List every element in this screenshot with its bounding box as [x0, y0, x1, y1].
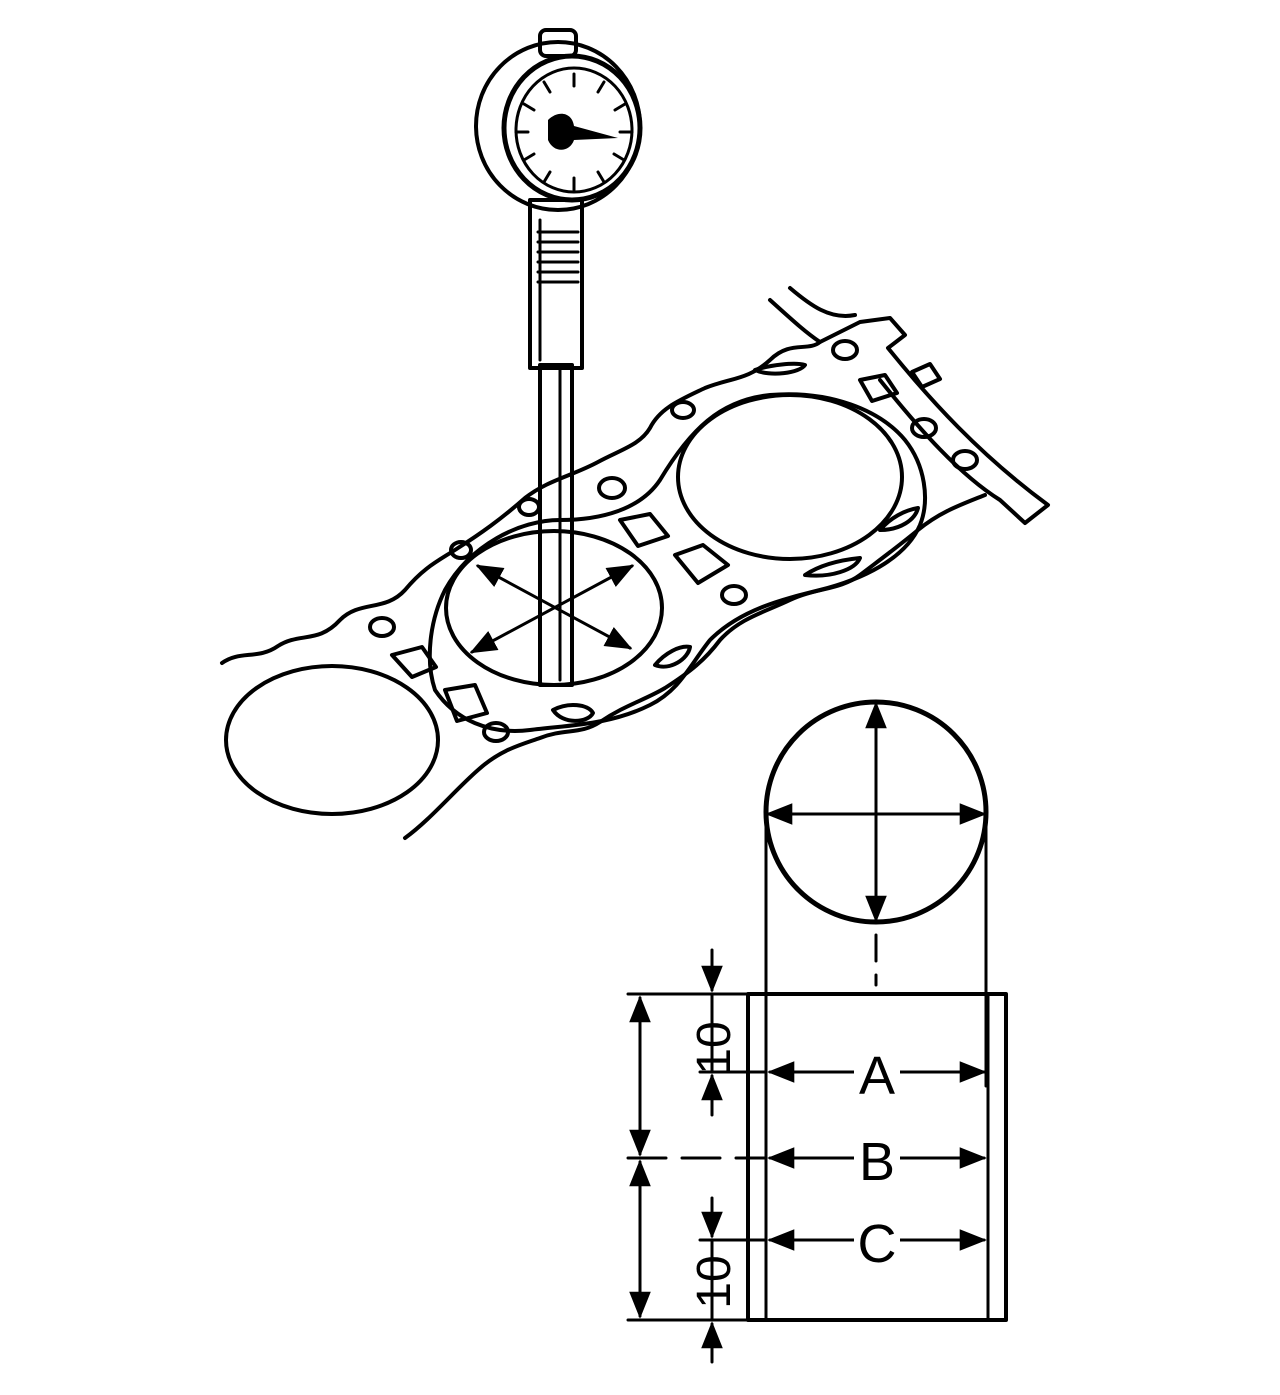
gauge-rod [538, 363, 574, 687]
bottom-offset-label: 10 [688, 1255, 741, 1308]
cylinder-side-section: A B C 10 10 [626, 948, 1008, 1364]
dial-bore-gauge [474, 28, 643, 687]
level-c-label: C [858, 1214, 897, 1274]
deck-lower-edge [403, 493, 987, 840]
cylinder-block-deck [220, 286, 1050, 840]
deck-right-flange [768, 298, 1050, 525]
level-b-label: B [859, 1132, 895, 1192]
dial-stem-cap [538, 28, 578, 58]
gasket-holes [368, 339, 979, 743]
dial-face [514, 66, 634, 194]
cylinder-bore-left [224, 664, 440, 816]
top-offset-label: 10 [688, 1021, 741, 1074]
top-view-section [763, 699, 989, 1088]
dial-needle [548, 113, 618, 150]
level-a-label: A [859, 1046, 895, 1106]
bore-diagonal-arrows [469, 564, 635, 654]
gauge-grip-knurl [536, 218, 580, 362]
gauge-grip [528, 198, 584, 370]
dial-tick-marks [514, 72, 634, 192]
